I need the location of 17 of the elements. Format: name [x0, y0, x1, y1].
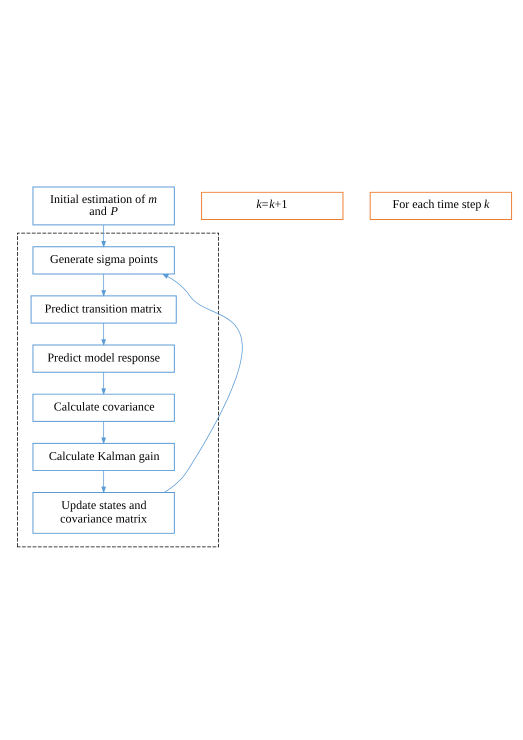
arrow — [162, 274, 242, 493]
arrow — [101, 322, 106, 346]
arrow — [101, 372, 106, 396]
node-box: Update states and covariance matrix — [32, 492, 175, 534]
node-box: Predict model response — [32, 344, 175, 373]
arrow — [101, 470, 106, 494]
arrow — [101, 421, 106, 444]
node-box: Generate sigma points — [32, 246, 175, 274]
node-box: k=k+1 — [201, 192, 344, 220]
cluster — [17, 232, 219, 548]
node-box: For each time step k — [370, 192, 512, 220]
node-box: Predict transition matrix — [30, 295, 177, 324]
node-box: Initial estimation of m and P — [32, 186, 175, 226]
arrow — [101, 274, 106, 297]
node-box: Calculate Kalman gain — [32, 442, 175, 472]
arrow — [101, 224, 106, 248]
node-box: Calculate covariance — [32, 394, 175, 422]
